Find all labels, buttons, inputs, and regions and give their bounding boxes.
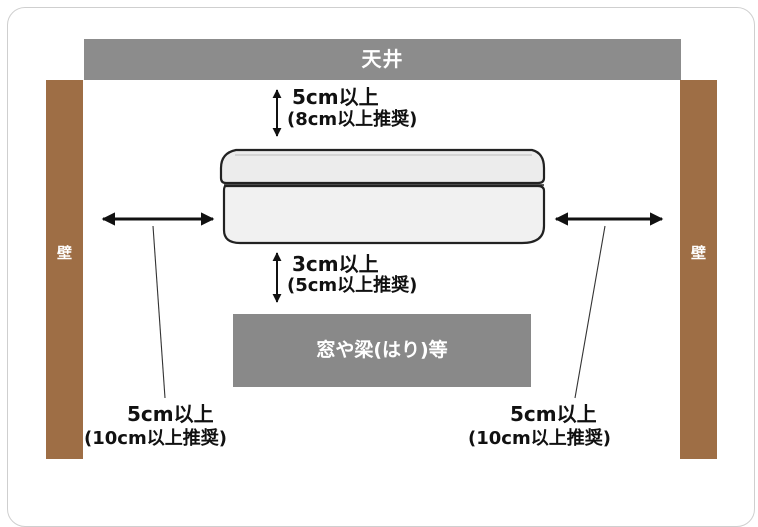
- top-clearance-recommend: (8cm以上推奨): [287, 109, 418, 130]
- ceiling-label: 天井: [361, 47, 404, 71]
- right-leader-line: [574, 225, 606, 399]
- unit-top-panel: [219, 148, 546, 185]
- left-wall: 壁: [46, 80, 83, 459]
- right-clearance-recommend: (10cm以上推奨): [468, 428, 611, 449]
- window-beam-block: 窓や梁(はり)等: [233, 314, 531, 387]
- right-wall-label: 壁: [690, 244, 706, 262]
- bottom-clearance-recommend: (5cm以上推奨): [287, 275, 418, 296]
- right-clearance-label: 5cm以上: [510, 402, 597, 426]
- left-leader-line: [152, 225, 166, 399]
- left-clearance-label: 5cm以上: [127, 402, 214, 426]
- ceiling-block: 天井: [84, 39, 681, 80]
- air-conditioner-unit: [219, 148, 546, 245]
- bottom-clearance-label: 3cm以上: [292, 252, 379, 276]
- left-wall-label: 壁: [56, 244, 72, 262]
- right-wall: 壁: [680, 80, 717, 459]
- window-beam-label: 窓や梁(はり)等: [316, 339, 448, 361]
- left-clearance-recommend: (10cm以上推奨): [84, 428, 227, 449]
- unit-body: [222, 184, 546, 245]
- diagram-frame: [7, 7, 755, 527]
- top-clearance-label: 5cm以上: [292, 85, 379, 109]
